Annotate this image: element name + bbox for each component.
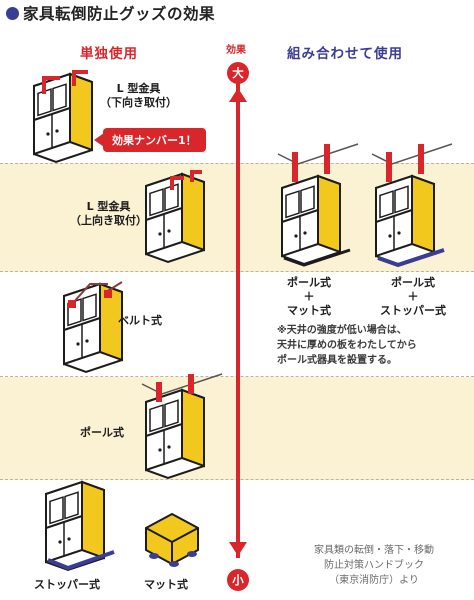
- label-belt: ベルト式: [118, 314, 162, 327]
- effect-arrow-line: [236, 80, 240, 558]
- cabinet-l-bracket-up-icon: [145, 170, 205, 264]
- cabinet-pole-stopper-icon: [371, 143, 453, 268]
- mat-icon: [145, 512, 199, 567]
- label-l-bracket-up: L 型金具 （上向き取付）: [70, 200, 147, 227]
- label-stopper: ストッパー式: [34, 578, 100, 591]
- label-pole-plus-stopper: ポール式 ＋ ストッパー式: [380, 276, 446, 317]
- badge-pointer-icon: [94, 133, 104, 147]
- single-use-heading: 単独使用: [80, 46, 138, 62]
- label-mat: マット式: [144, 578, 188, 591]
- effect-number-one-badge: 効果ナンバー1！: [103, 128, 206, 152]
- cabinet-stopper-icon: [45, 480, 115, 572]
- arrow-up-icon: [229, 88, 247, 102]
- label-l-bracket-down: L 型金具 （下向き取付）: [100, 82, 177, 109]
- page-title-text: 家具転倒防止グッズの効果: [23, 5, 216, 23]
- cabinet-pole-mat-icon: [277, 143, 359, 267]
- effect-low-marker: 小: [227, 569, 249, 591]
- label-pole-plus-mat: ポール式 ＋ マット式: [287, 276, 331, 317]
- combined-use-heading: 組み合わせて使用: [287, 46, 403, 62]
- bullet-icon: [6, 6, 19, 20]
- arrow-down-icon: [229, 542, 247, 556]
- cabinet-pole-icon: [141, 373, 223, 480]
- page-title: 家具転倒防止グッズの効果: [6, 3, 215, 23]
- ceiling-strength-note: ※天井の強度が低い場合は、 天井に厚めの板をわたしてから ポール式器具を設置する…: [277, 325, 417, 366]
- label-pole: ポール式: [80, 426, 124, 439]
- effect-axis-label: 効果: [226, 45, 246, 56]
- effect-high-marker: 大: [227, 62, 249, 84]
- cabinet-l-bracket-down-icon: [33, 70, 93, 164]
- source-citation: 家具類の転倒・落下・移動 防止対策ハンドブック （東京消防庁）より: [314, 545, 434, 586]
- cabinet-belt-icon: [63, 281, 123, 374]
